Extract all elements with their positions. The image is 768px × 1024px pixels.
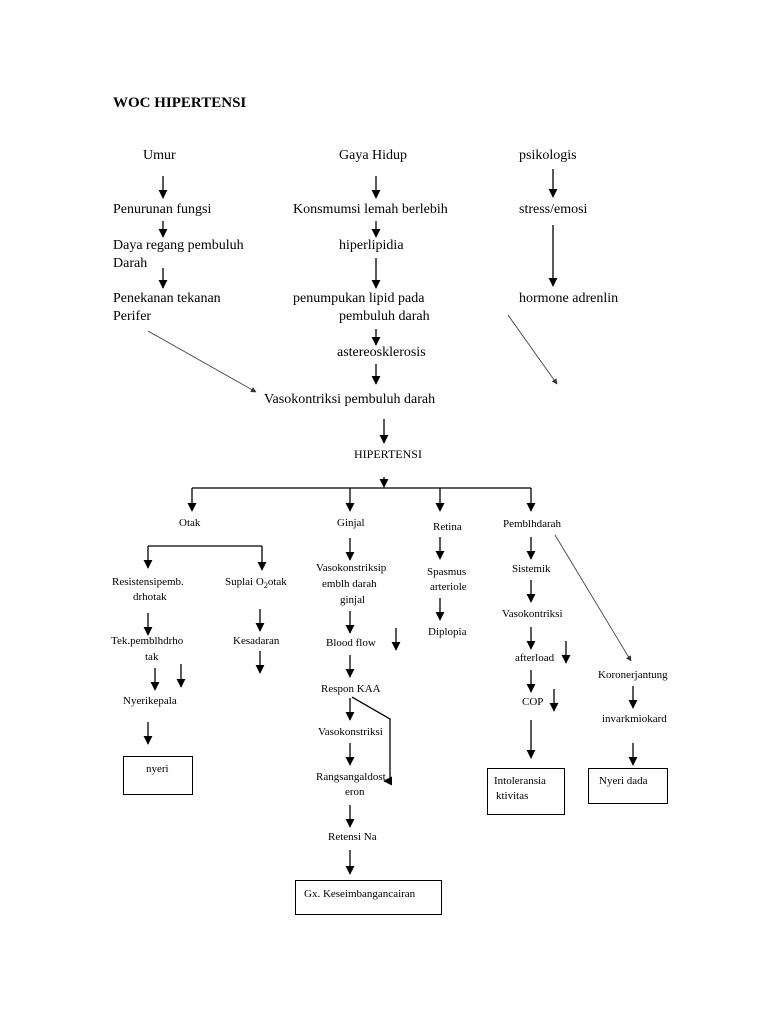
node-spasmus-line1: Spasmus: [427, 566, 467, 578]
node-psikologis: psikologis: [519, 148, 577, 163]
node-kesadaran: Kesadaran: [233, 635, 280, 647]
node-tek-pembuluh-line2: tak: [145, 651, 159, 663]
node-daya-regang-line1: Daya regang pembuluh: [113, 238, 244, 253]
node-retensi-na: Retensi Na: [328, 831, 377, 843]
node-ginjal: Ginjal: [337, 517, 365, 529]
node-vaso-ginjal-line3: ginjal: [340, 594, 366, 606]
node-vasokontriksi-sistemik: Vasokontriksi: [502, 608, 563, 620]
arrow-respon-rangsang: [351, 696, 393, 786]
node-daya-regang-line2: Darah: [113, 256, 148, 271]
node-vaso-ginjal-line2: emblh darah: [322, 578, 377, 590]
node-penumpukan-line2: pembuluh darah: [339, 309, 430, 324]
node-blood-flow: Blood flow: [326, 637, 376, 649]
node-hormone-adrenalin: hormone adrenlin: [519, 291, 619, 306]
node-penekanan-line1: Penekanan tekanan: [113, 291, 221, 306]
node-spasmus-line2: arteriole: [430, 581, 467, 593]
node-resistensi-line2: drhotak: [133, 591, 167, 603]
arrow-perifer-vaso: [147, 330, 257, 393]
node-nyerikepala: Nyerikepala: [123, 695, 177, 707]
box-intoleransi-line2: ktivitas: [496, 790, 529, 802]
arrow-pemb-koroner: [554, 534, 632, 662]
node-stress-emosi: stress/emosi: [519, 202, 588, 217]
node-diplopia: Diplopia: [428, 626, 467, 638]
node-penekanan-line2: Perifer: [113, 309, 152, 324]
node-resistensi-line1: Resistensipemb.: [112, 576, 184, 588]
box-nyeri-dada-text: Nyeri dada: [599, 775, 648, 787]
node-retina: Retina: [433, 521, 462, 533]
page-title: WOC HIPERTENSI: [113, 95, 247, 111]
node-pembuluh-darah: Pemblhdarah: [503, 518, 562, 530]
node-rangsang-line2: eron: [345, 786, 365, 798]
node-hipertensi: HIPERTENSI: [354, 447, 422, 461]
node-sistemik: Sistemik: [512, 563, 551, 575]
node-koroner-jantung: Koronerjantung: [598, 669, 668, 681]
arrow-hormone-down: [507, 314, 558, 385]
box-keseimbangan-cairan: Gx. Keseimbangancairan: [295, 880, 442, 915]
subscript-2: 2: [263, 581, 268, 591]
node-cop: COP: [522, 696, 544, 708]
node-vaso-ginjal-line1: Vasokonstriksip: [316, 562, 387, 574]
box-keseimbangan-text: Gx. Keseimbangancairan: [304, 888, 416, 900]
box-nyeri-text: nyeri: [146, 763, 169, 775]
node-respon-kaa: Respon KAA: [321, 683, 381, 695]
node-hiperlipidia: hiperlipidia: [339, 238, 404, 253]
box-nyeri: nyeri: [123, 756, 193, 795]
node-invark-miokard: invarkmiokard: [602, 713, 667, 725]
node-tek-pembuluh-line1: Tek.pemblhdrho: [111, 635, 184, 647]
node-astereosklerosis: astereosklerosis: [337, 345, 426, 360]
box-intoleransi-line1: Intoleransia: [494, 775, 546, 787]
node-suplai-o2: Suplai O2otak: [225, 576, 287, 591]
node-konsumsi: Konsmumsi lemah berlebih: [293, 202, 448, 217]
node-rangsang-line1: Rangsangaldost: [316, 771, 386, 783]
box-intoleransi-aktivitas: Intoleransia ktivitas: [487, 768, 565, 815]
node-vasokonstriksi-ginjal: Vasokonstriksi: [318, 726, 383, 738]
node-umur: Umur: [143, 148, 176, 163]
node-gaya-hidup: Gaya Hidup: [339, 148, 408, 163]
node-afterload: afterload: [515, 652, 555, 664]
box-nyeri-dada: Nyeri dada: [588, 768, 668, 804]
node-vasokontriksi-pembuluh: Vasokontriksi pembuluh darah: [264, 392, 436, 407]
node-otak: Otak: [179, 517, 201, 529]
node-penumpukan-line1: penumpukan lipid pada: [293, 291, 425, 306]
node-penurunan-fungsi: Penurunan fungsi: [113, 202, 212, 217]
